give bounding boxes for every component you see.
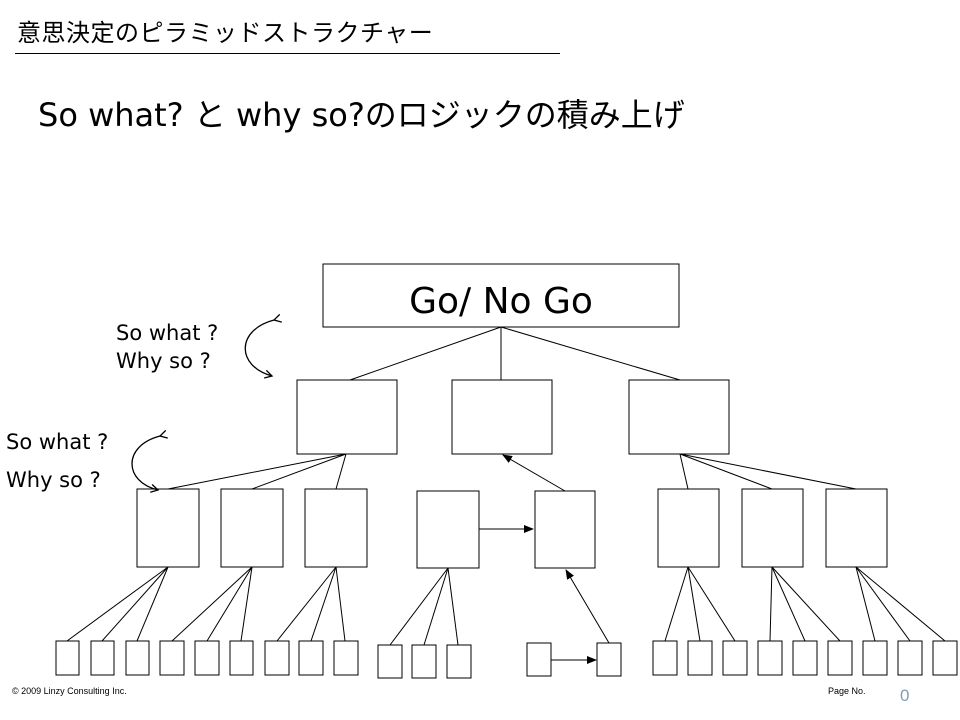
annotation-lower: So what ? Why so ?: [6, 429, 168, 493]
level2-box: [825, 488, 888, 568]
leaf-box: [298, 640, 324, 676]
leaf-box: [264, 640, 290, 676]
leaf-box: [862, 640, 888, 676]
leaf-box: [377, 644, 403, 679]
connector-lines: [66, 326, 946, 646]
annotation-lower-line1: So what ?: [6, 430, 108, 454]
root-label: Go/ No Go: [409, 281, 593, 322]
slide-heading: 意思決定のピラミッドストラクチャー: [17, 19, 434, 47]
annotation-upper-line1: So what ?: [116, 321, 218, 345]
annotation-upper-line2: Why so ?: [116, 349, 211, 373]
level2-box: [220, 488, 284, 568]
level1-box: [451, 379, 553, 455]
level2-box: [304, 488, 368, 568]
leaf-box: [526, 642, 552, 677]
footer-page-label: Page No.: [828, 686, 866, 696]
leaf-nodes: [55, 640, 958, 679]
leaf-box: [333, 640, 359, 676]
footer-copyright: © 2009 Linzy Consulting Inc.: [12, 686, 127, 696]
heading-underline: [15, 53, 560, 54]
level1-box: [296, 379, 398, 455]
leaf-box: [596, 642, 622, 677]
leaf-box: [125, 640, 150, 676]
leaf-box: [687, 640, 713, 676]
slide-subtitle: So what? と why so?のロジックの積み上げ: [38, 96, 685, 134]
arrow-leaf-to-box5: [565, 569, 610, 644]
leaf-box: [159, 640, 185, 676]
level2-box: [657, 488, 720, 568]
flow-arrows: [479, 454, 610, 664]
leaf-box: [90, 640, 115, 676]
curved-double-arrow: [244, 313, 282, 379]
leaf-box: [446, 644, 472, 679]
leaf-box: [194, 640, 220, 676]
leaf-box: [932, 640, 958, 676]
level2-box: [741, 488, 804, 568]
leaf-box: [722, 640, 748, 676]
level1-box: [628, 379, 730, 455]
level1-nodes: [296, 379, 730, 455]
leaf-box: [757, 640, 783, 676]
level2-box: [416, 490, 480, 569]
root-node: Go/ No Go: [322, 263, 680, 328]
leaf-box: [652, 640, 678, 676]
arrow-box5-to-l1-middle: [502, 454, 566, 492]
leaf-box: [827, 640, 853, 676]
curved-double-arrow: [131, 429, 168, 493]
annotation-lower-line2: Why so ?: [6, 468, 101, 492]
level2-box: [136, 488, 200, 568]
leaf-box: [55, 640, 80, 676]
leaf-box: [411, 644, 437, 679]
annotation-upper: So what ? Why so ?: [116, 313, 282, 379]
leaf-box: [229, 640, 254, 676]
leaf-box: [792, 640, 818, 676]
leaf-box: [897, 640, 923, 676]
page-number: 0: [900, 686, 910, 705]
level2-box: [534, 490, 596, 569]
level2-nodes: [136, 488, 888, 569]
